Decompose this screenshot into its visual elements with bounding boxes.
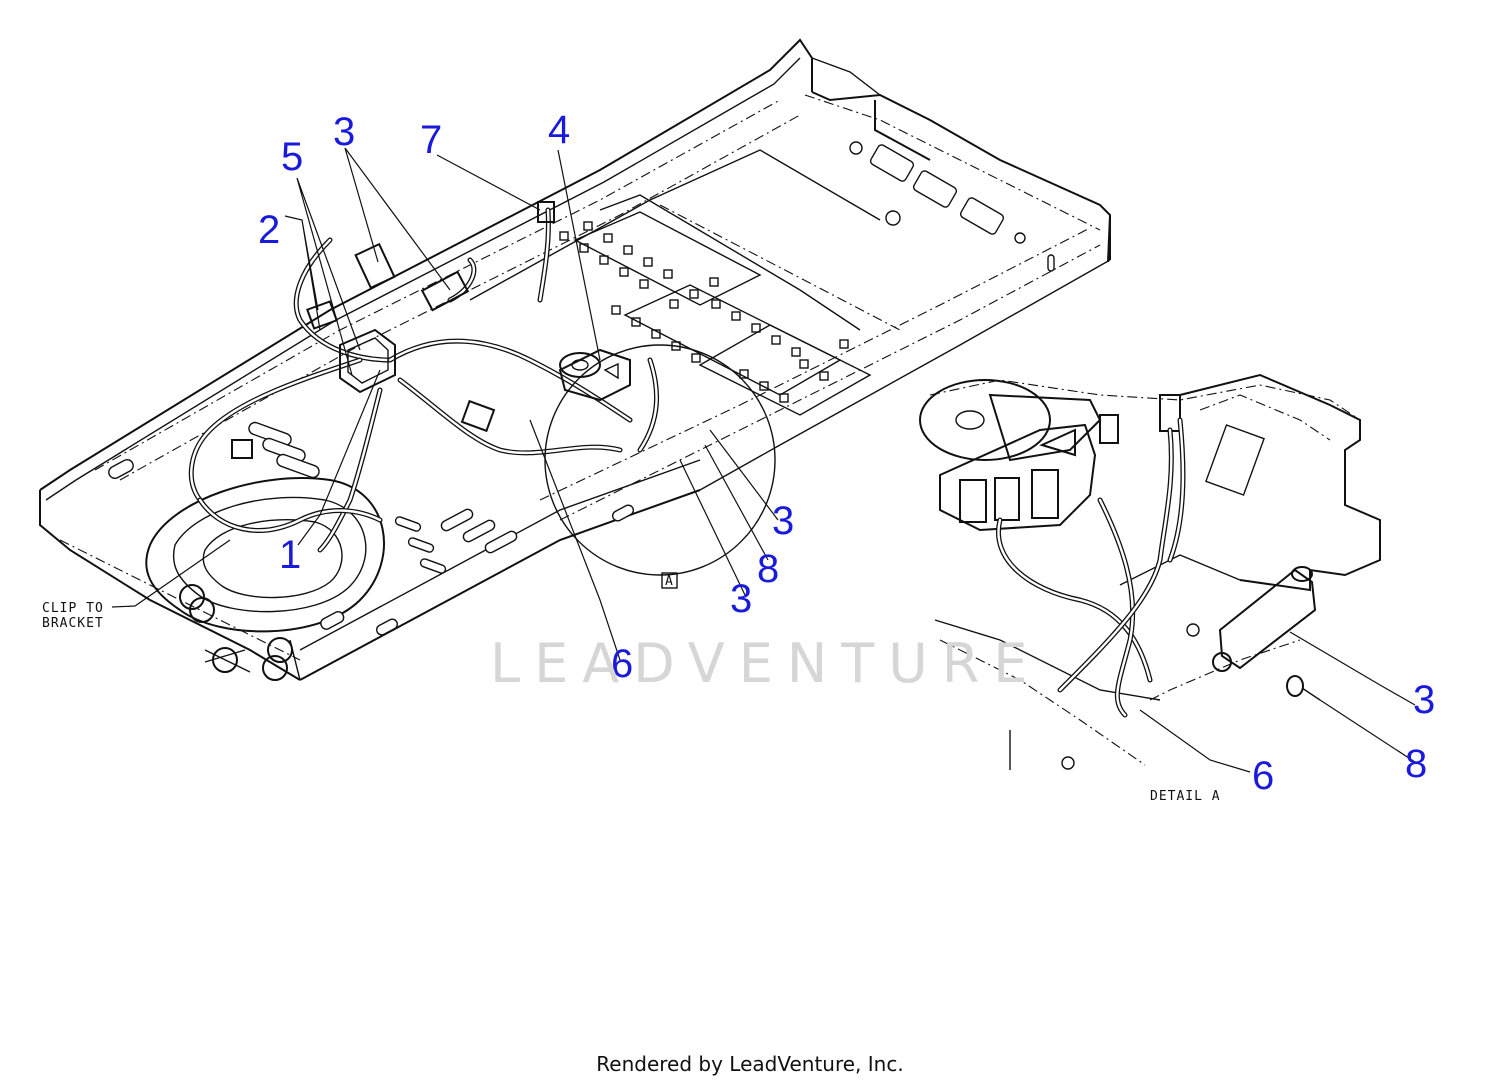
callout-6-detail: 6 bbox=[1252, 754, 1274, 798]
callout-4: 4 bbox=[548, 108, 570, 152]
callout-3-detail: 3 bbox=[1413, 678, 1435, 722]
leader-lines bbox=[111, 147, 1416, 773]
clip-bracket bbox=[179, 584, 293, 681]
detail-reference-box bbox=[661, 572, 678, 589]
callout-3-low: 3 bbox=[730, 577, 752, 621]
callout-labels: 1 2 5 3 7 4 3 8 3 6 3 8 6 bbox=[258, 108, 1435, 798]
detail-a-view bbox=[919, 373, 1381, 770]
diagram-notes: CLIP TO BRACKET A DETAIL A bbox=[42, 572, 1221, 804]
callout-6-main: 6 bbox=[611, 642, 633, 686]
detail-title: DETAIL A bbox=[1150, 789, 1221, 804]
mower-frame bbox=[39, 38, 1111, 681]
detail-reference-label: A bbox=[665, 574, 674, 589]
callout-5: 5 bbox=[281, 135, 303, 179]
callout-2: 2 bbox=[258, 208, 280, 252]
callout-1: 1 bbox=[279, 533, 301, 577]
callout-7: 7 bbox=[420, 118, 442, 162]
callout-3-mid: 3 bbox=[772, 499, 794, 543]
callout-3-top: 3 bbox=[333, 110, 355, 154]
footer-credit: Rendered by LeadVenture, Inc. bbox=[596, 1052, 904, 1076]
clip-note-line1: CLIP TO bbox=[42, 601, 104, 616]
floor-pan-slots bbox=[248, 141, 1026, 574]
callout-8-mid: 8 bbox=[757, 547, 779, 591]
watermark: LEADVENTURE bbox=[490, 632, 1041, 695]
clip-note-line2: BRACKET bbox=[42, 616, 104, 631]
callout-8-detail: 8 bbox=[1405, 742, 1427, 786]
